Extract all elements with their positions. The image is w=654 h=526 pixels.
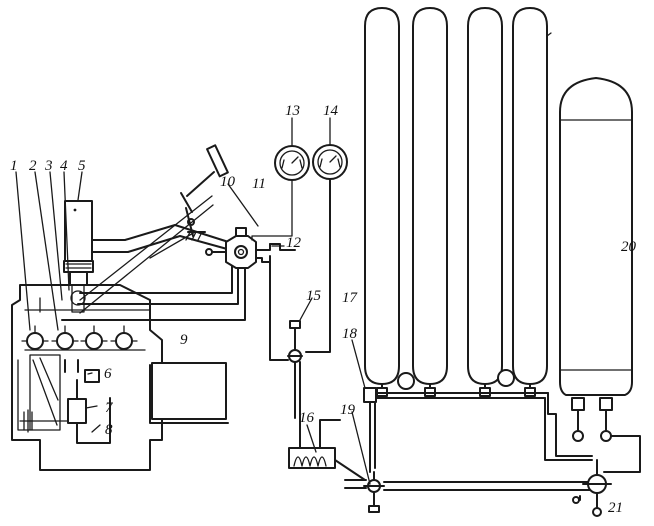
valve-21 (572, 459, 612, 517)
label-20: 20 (621, 239, 637, 255)
pressure-gauge-13 (274, 145, 310, 181)
label-19: 19 (340, 402, 356, 418)
label-13: 13 (285, 103, 300, 119)
valve-15 (287, 320, 303, 419)
engine-gas-lines (39, 257, 246, 321)
filter-12 (269, 243, 296, 251)
label-18: 18 (342, 326, 358, 342)
label-12: 12 (286, 235, 302, 251)
label-11: 11 (252, 176, 266, 192)
gas-cylinders-17 (364, 7, 552, 385)
label-3: 3 (44, 158, 53, 174)
air-filter-9 (149, 362, 229, 424)
label-6: 6 (104, 366, 112, 382)
heat-exchanger-16 (288, 417, 366, 481)
label-10: 10 (220, 174, 236, 190)
pressure-gauge-14 (305, 144, 348, 353)
label-14: 14 (323, 103, 339, 119)
label-21: 21 (608, 500, 623, 516)
label-15: 15 (306, 288, 322, 304)
gas-reducer-11 (205, 179, 293, 361)
label-8: 8 (105, 422, 113, 438)
leader-lines (15, 117, 371, 485)
large-tank-20 (544, 77, 641, 473)
ignition-components-6-7-8 (19, 359, 111, 444)
label-7: 7 (105, 400, 114, 416)
gas-mixer-5 (63, 200, 94, 313)
label-5: 5 (78, 158, 86, 174)
label-17: 17 (342, 290, 359, 306)
callout-labels: 1 2 3 4 5 6 7 8 9 10 11 12 13 14 15 16 1… (10, 103, 637, 516)
label-16: 16 (299, 410, 315, 426)
valve-18 (363, 387, 377, 473)
label-2: 2 (29, 158, 37, 174)
label-9: 9 (180, 332, 188, 348)
valve-19 (344, 471, 593, 513)
label-1: 1 (10, 158, 18, 174)
pedal (186, 144, 229, 197)
label-4: 4 (60, 158, 68, 174)
cylinder-head-elements (21, 325, 138, 350)
throttle-linkage-10 (79, 192, 239, 314)
cylinder-manifold (369, 369, 549, 399)
